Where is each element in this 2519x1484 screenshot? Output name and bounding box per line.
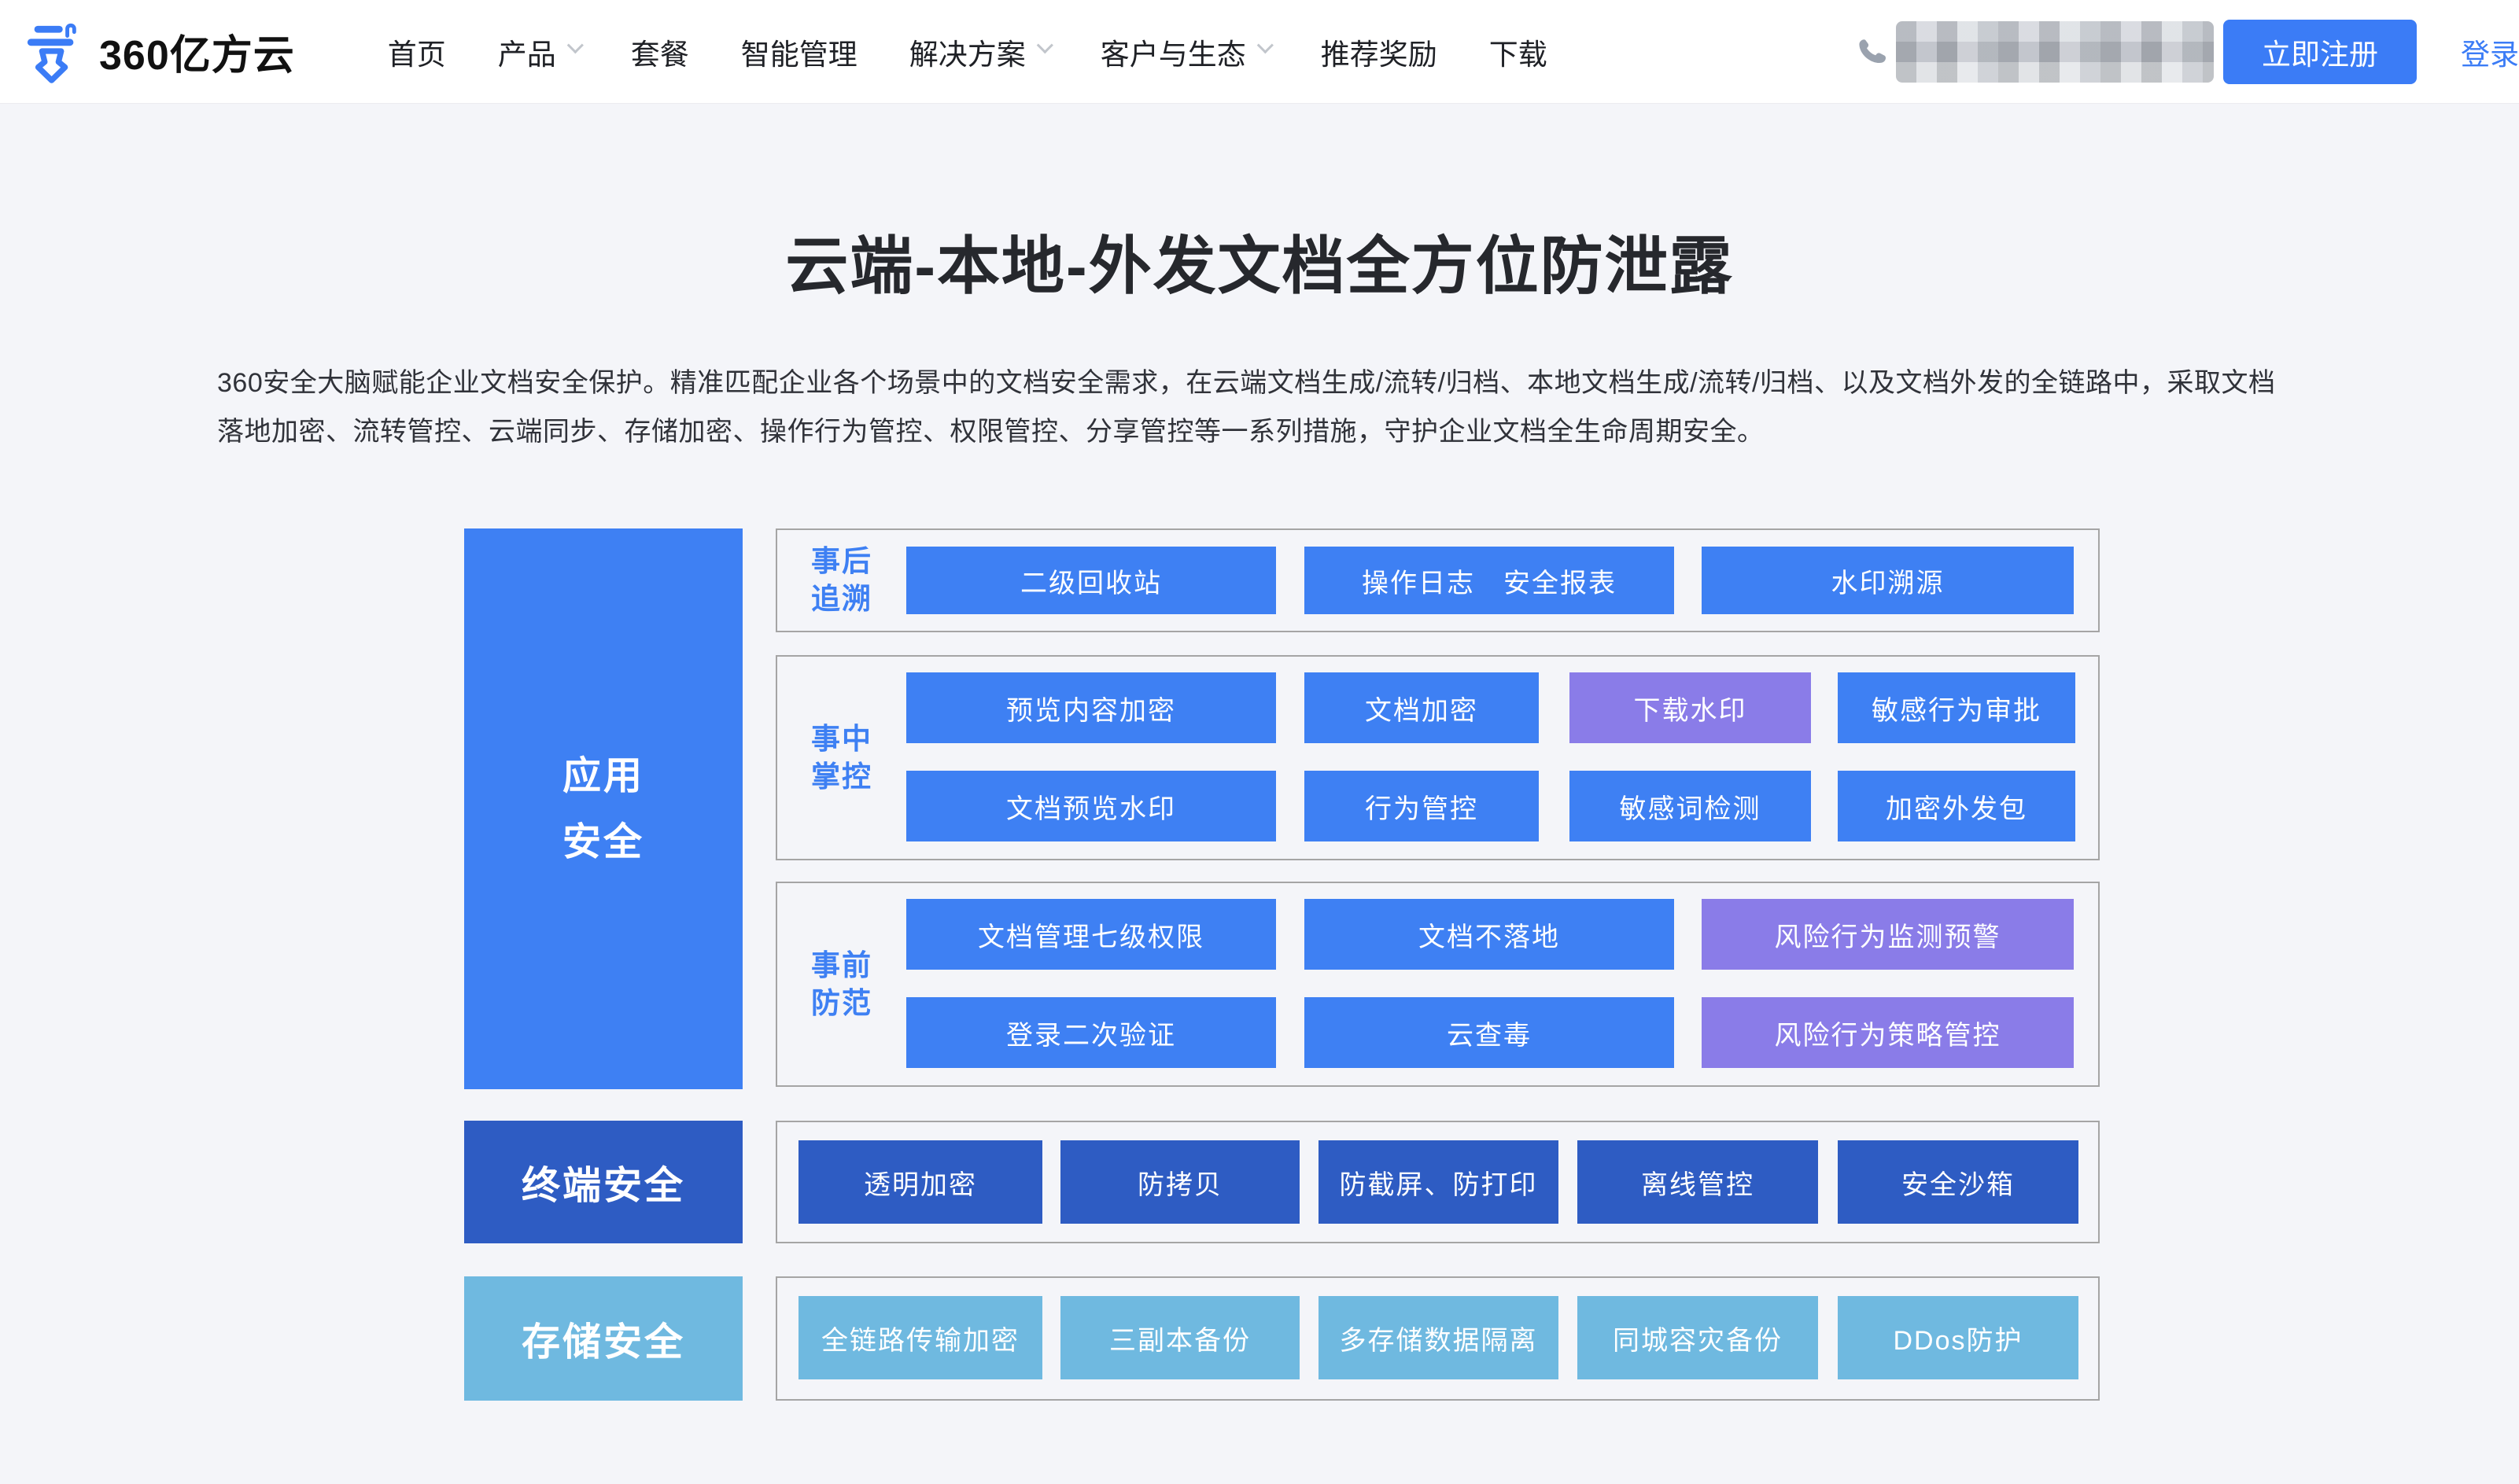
feature-three-replica-backup: 三副本备份: [1060, 1296, 1300, 1379]
redacted-phone-number: [1896, 20, 2214, 83]
chevron-down-icon: [566, 37, 584, 54]
register-button[interactable]: 立即注册: [2223, 19, 2417, 84]
feature-risk-behavior-policy-control: 风险行为策略管控: [1702, 997, 2074, 1068]
feature-watermark-tracing: 水印溯源: [1702, 547, 2074, 614]
nav-item-download[interactable]: 下载: [1488, 38, 1547, 71]
row-terminal-security: 透明加密 防拷贝 防截屏、防打印 离线管控 安全沙箱: [776, 1121, 2100, 1243]
app-security-block: 应用 安全: [464, 528, 743, 1089]
feature-behavior-control: 行为管控: [1304, 771, 1539, 841]
feature-login-two-factor: 登录二次验证: [906, 997, 1276, 1068]
login-link[interactable]: 登录: [2461, 38, 2519, 71]
feature-full-link-transmission-encryption: 全链路传输加密: [798, 1296, 1042, 1379]
chevron-down-icon: [1256, 37, 1274, 54]
feature-transparent-encryption: 透明加密: [798, 1140, 1042, 1224]
main-nav: 首页 产品 套餐 智能管理 解决方案 客户与生态 推荐奖励 下载: [388, 31, 1547, 73]
nav-item-plans[interactable]: 套餐: [630, 38, 689, 71]
nav-item-products[interactable]: 产品: [498, 31, 584, 73]
feature-preview-content-encryption: 预览内容加密: [906, 672, 1276, 743]
feature-sensitive-word-detection: 敏感词检测: [1569, 771, 1811, 841]
feature-security-sandbox: 安全沙箱: [1838, 1140, 2078, 1224]
feature-same-city-disaster-backup: 同城容灾备份: [1577, 1296, 1818, 1379]
logo-link[interactable]: 360亿方云: [24, 20, 295, 84]
page-description: 360安全大脑赋能企业文档安全保护。精准匹配企业各个场景中的文档安全需求，在云端…: [217, 368, 2276, 447]
nav-item-referral-rewards[interactable]: 推荐奖励: [1320, 38, 1437, 71]
terminal-security-block: 终端安全: [464, 1121, 743, 1243]
nav-item-home[interactable]: 首页: [387, 38, 446, 71]
phone-icon: [1859, 39, 1886, 63]
nav-item-solutions[interactable]: 解决方案: [909, 31, 1053, 73]
chevron-down-icon: [1036, 37, 1053, 54]
hero-section: 云端-本地-外发文档全方位防泄露 360安全大脑赋能企业文档安全保护。精准匹配企…: [0, 215, 2519, 1401]
header-right: 立即注册 登录: [1855, 19, 2519, 84]
feature-cloud-antivirus: 云查毒: [1304, 997, 1674, 1068]
storage-security-block: 存储安全: [464, 1276, 743, 1401]
feature-risk-behavior-monitoring-alert: 风险行为监测预警: [1702, 899, 2074, 970]
nav-item-smart-management[interactable]: 智能管理: [740, 38, 857, 71]
row-storage-security: 全链路传输加密 三副本备份 多存储数据隔离 同城容灾备份 DDos防护: [776, 1276, 2100, 1401]
row-label-in-process-control: 事中 掌控: [811, 722, 872, 793]
row-label-pre-event-prevention: 事前 防范: [811, 948, 872, 1019]
feature-recycle-bin: 二级回收站: [906, 547, 1276, 614]
top-nav-bar: 360亿方云 首页 产品 套餐 智能管理 解决方案 客户与生态 推荐奖励 下载 …: [0, 0, 2519, 104]
row-pre-event-prevention: 事前 防范 文档管理七级权限 文档不落地 风险行为监测预警 登录二次验证 云查毒…: [776, 882, 2100, 1087]
logo-text: 360亿方云: [99, 33, 295, 79]
feature-download-watermark: 下载水印: [1569, 672, 1811, 743]
nav-item-customers-ecosystem[interactable]: 客户与生态: [1101, 31, 1274, 73]
feature-sensitive-behavior-approval: 敏感行为审批: [1838, 672, 2075, 743]
feature-anti-copy: 防拷贝: [1060, 1140, 1300, 1224]
page-title: 云端-本地-外发文档全方位防泄露: [785, 231, 1734, 301]
feature-operation-log-security-report: 操作日志 安全报表: [1304, 547, 1674, 614]
row-label-post-event-tracing: 事后 追溯: [811, 545, 872, 615]
security-matrix-diagram: 应用 安全 终端安全 存储安全 事后 追溯 二级回收站 操作日志 安全报表 水印…: [464, 528, 2100, 1401]
feature-seven-level-permission: 文档管理七级权限: [906, 899, 1276, 970]
feature-document-encryption: 文档加密: [1304, 672, 1539, 743]
feature-multi-storage-isolation: 多存储数据隔离: [1319, 1296, 1558, 1379]
feature-ddos-protection: DDos防护: [1838, 1296, 2078, 1379]
brand-shield-pen-icon: [27, 23, 76, 83]
feature-document-no-landing: 文档不落地: [1304, 899, 1674, 970]
feature-encrypted-outgoing-package: 加密外发包: [1838, 771, 2075, 841]
feature-document-preview-watermark: 文档预览水印: [906, 771, 1276, 841]
feature-offline-control: 离线管控: [1577, 1140, 1818, 1224]
feature-anti-screenshot-print: 防截屏、防打印: [1319, 1140, 1558, 1224]
row-post-event-tracing: 事后 追溯 二级回收站 操作日志 安全报表 水印溯源: [776, 528, 2100, 632]
row-in-process-control: 事中 掌控 预览内容加密 文档加密 下载水印 敏感行为审批 文档预览水印 行为管…: [776, 655, 2100, 860]
